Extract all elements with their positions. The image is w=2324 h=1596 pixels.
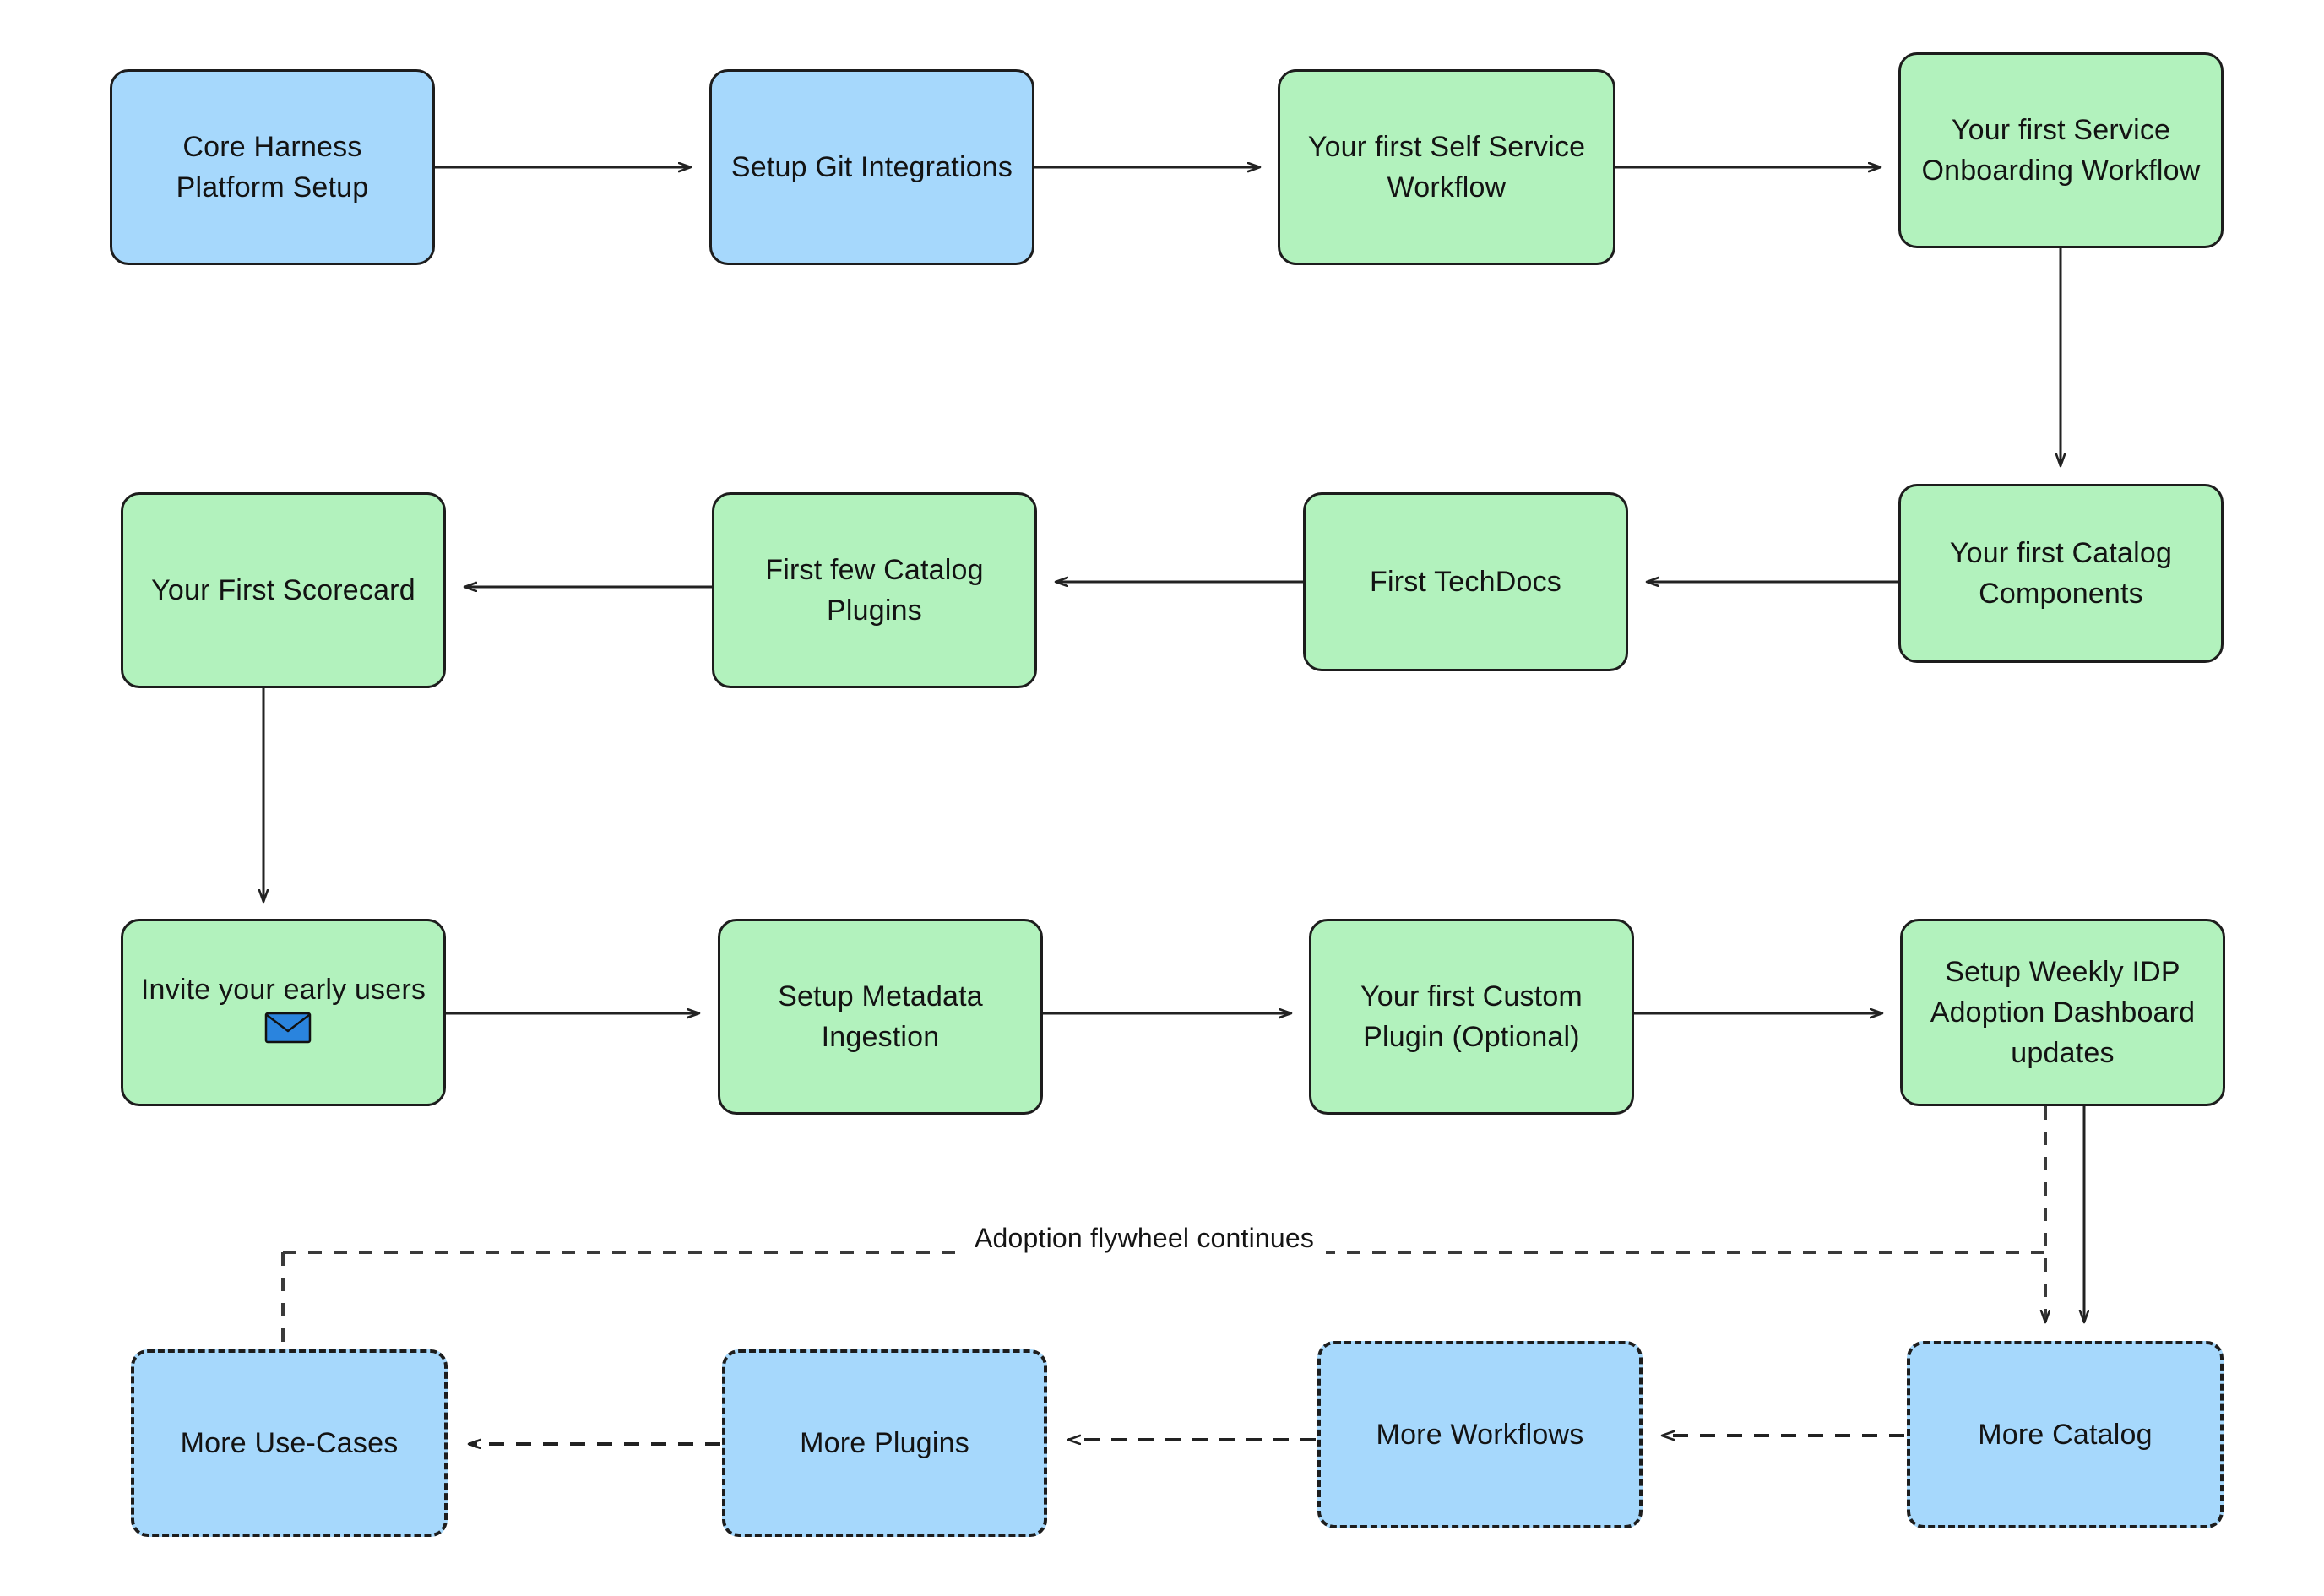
- node-more-catalog[interactable]: More Catalog: [1907, 1341, 2224, 1528]
- node-label: Core Harness Platform Setup: [176, 130, 369, 204]
- node-invite-your-early-users[interactable]: Invite your early users: [121, 919, 446, 1106]
- node-label: First TechDocs: [1369, 565, 1561, 598]
- node-your-first-service-onboarding-workflow[interactable]: Your first Service Onboarding Workflow: [1898, 52, 2224, 248]
- node-label: More Plugins: [800, 1426, 969, 1459]
- node-label: Your first Catalog Components: [1949, 536, 2173, 610]
- node-label: Invite your early users: [137, 969, 430, 1056]
- envelope-icon: [264, 1011, 312, 1056]
- node-core-harness-platform-setup[interactable]: Core Harness Platform Setup: [110, 69, 435, 265]
- node-first-techdocs[interactable]: First TechDocs: [1303, 492, 1628, 671]
- node-label: Setup Metadata Ingestion: [778, 980, 983, 1053]
- node-your-first-self-service-workflow[interactable]: Your first Self Service Workflow: [1278, 69, 1615, 265]
- node-setup-weekly-idp-adoption-dashboard-updates[interactable]: Setup Weekly IDP Adoption Dashboard upda…: [1900, 919, 2225, 1106]
- node-label: Setup Weekly IDP Adoption Dashboard upda…: [1930, 955, 2196, 1070]
- node-label: More Use-Cases: [180, 1426, 399, 1459]
- edge-label-adoption-flywheel-continues: Adoption flywheel continues: [963, 1223, 1327, 1254]
- node-label: First few Catalog Plugins: [765, 553, 984, 627]
- node-your-first-custom-plugin[interactable]: Your first Custom Plugin (Optional): [1309, 919, 1634, 1115]
- node-more-plugins[interactable]: More Plugins: [722, 1349, 1047, 1537]
- node-label: More Catalog: [1978, 1418, 2153, 1451]
- node-label: Setup Git Integrations: [730, 150, 1013, 183]
- node-label-text: Invite your early users: [140, 974, 426, 1007]
- node-label: More Workflows: [1376, 1418, 1584, 1451]
- node-your-first-catalog-components[interactable]: Your first Catalog Components: [1898, 484, 2224, 663]
- node-more-use-cases[interactable]: More Use-Cases: [131, 1349, 448, 1537]
- node-setup-metadata-ingestion[interactable]: Setup Metadata Ingestion: [718, 919, 1043, 1115]
- node-label: Your first Custom Plugin (Optional): [1360, 980, 1583, 1053]
- node-first-few-catalog-plugins[interactable]: First few Catalog Plugins: [712, 492, 1037, 688]
- node-setup-git-integrations[interactable]: Setup Git Integrations: [709, 69, 1034, 265]
- node-more-workflows[interactable]: More Workflows: [1317, 1341, 1643, 1528]
- node-your-first-scorecard[interactable]: Your First Scorecard: [121, 492, 446, 688]
- node-label: Your First Scorecard: [151, 573, 415, 606]
- node-label: Your first Service Onboarding Workflow: [1921, 113, 2201, 187]
- node-label: Your first Self Service Workflow: [1307, 130, 1586, 204]
